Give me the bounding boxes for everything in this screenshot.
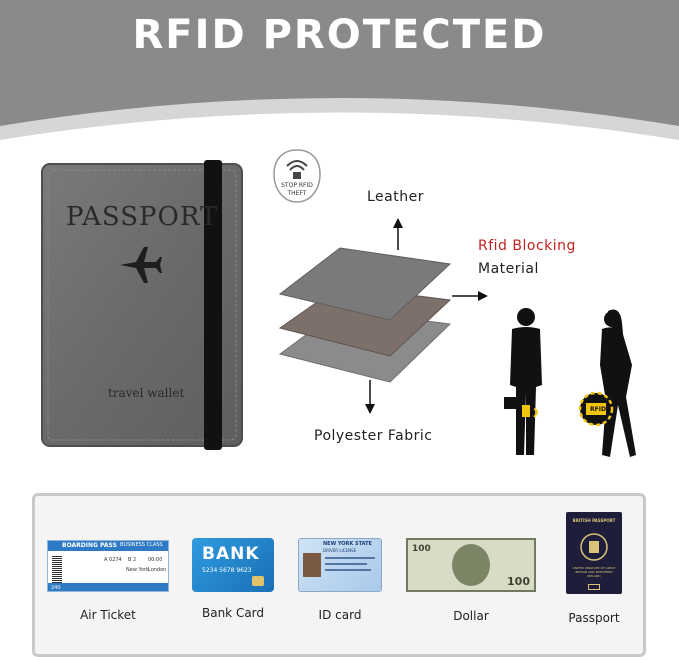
ticket-header: BOARDING PASS <box>62 542 117 549</box>
id-photo <box>303 553 321 577</box>
ticket-seat: A 0274 <box>104 557 122 563</box>
layer-label-polyester: Polyester Fabric <box>314 428 433 444</box>
british-passport-icon: BRITISH PASSPORT UNITED KINGDOM OF GREAT… <box>566 512 622 594</box>
passport-cover-title: PASSPORT <box>66 202 219 232</box>
item-label-passport: Passport <box>568 611 620 625</box>
air-ticket-icon: BOARDING PASS BUSINESS CLASS A 0274 B 2 … <box>47 540 169 592</box>
ticket-from: New York <box>126 567 149 573</box>
ticket-class: BUSINESS CLASS <box>120 542 163 548</box>
passport-chip-icon <box>588 584 600 590</box>
ticket-to: London <box>148 567 167 573</box>
item-label-air-ticket: Air Ticket <box>80 608 136 622</box>
ticket-time: 00:00 <box>148 557 163 563</box>
badge-line-2: THEFT <box>287 190 307 197</box>
banner-title: RFID PROTECTED <box>132 12 547 58</box>
coat-of-arms-icon <box>580 533 608 561</box>
item-label-id-card: ID card <box>318 608 362 622</box>
passport-cover <box>41 160 243 450</box>
scene-rfid-tag: RFID <box>590 406 606 413</box>
british-passport-title: BRITISH PASSPORT <box>572 518 616 523</box>
bank-card-icon: BANK 5234 5678 9623 <box>192 538 274 592</box>
bank-card-name: BANK <box>202 544 260 564</box>
item-label-dollar: Dollar <box>453 609 489 623</box>
layer-label-rfid-line-2: Material <box>478 261 539 277</box>
layers-diagram <box>278 218 488 414</box>
british-passport-subtitle: UNITED KINGDOM OF GREAT BRITAIN AND NORT… <box>572 566 616 578</box>
ticket-number: 240 <box>51 585 61 591</box>
id-card-icon: NEW YORK STATE DRIVER LICENSE <box>298 538 382 592</box>
airplane-icon <box>120 247 162 283</box>
layer-label-leather: Leather <box>367 189 424 205</box>
badge-line-1: STOP RFID <box>281 182 313 189</box>
dollar-bill-icon: 100 100 <box>406 538 536 592</box>
id-card-title: NEW YORK STATE <box>323 541 372 547</box>
passport-cover-subtitle: travel wallet <box>108 386 185 400</box>
layer-label-rfid-line-1: Rfid Blocking <box>478 238 576 254</box>
ticket-gate: B 2 <box>128 557 137 563</box>
stop-rfid-badge-icon <box>273 149 321 203</box>
header-banner <box>0 0 679 140</box>
item-label-bank-card: Bank Card <box>201 606 265 620</box>
bank-card-number: 5234 5678 9623 <box>202 567 252 574</box>
id-card-subtitle: DRIVER LICENSE <box>323 548 357 553</box>
rfid-scene <box>504 308 636 457</box>
chip-icon <box>252 576 264 586</box>
